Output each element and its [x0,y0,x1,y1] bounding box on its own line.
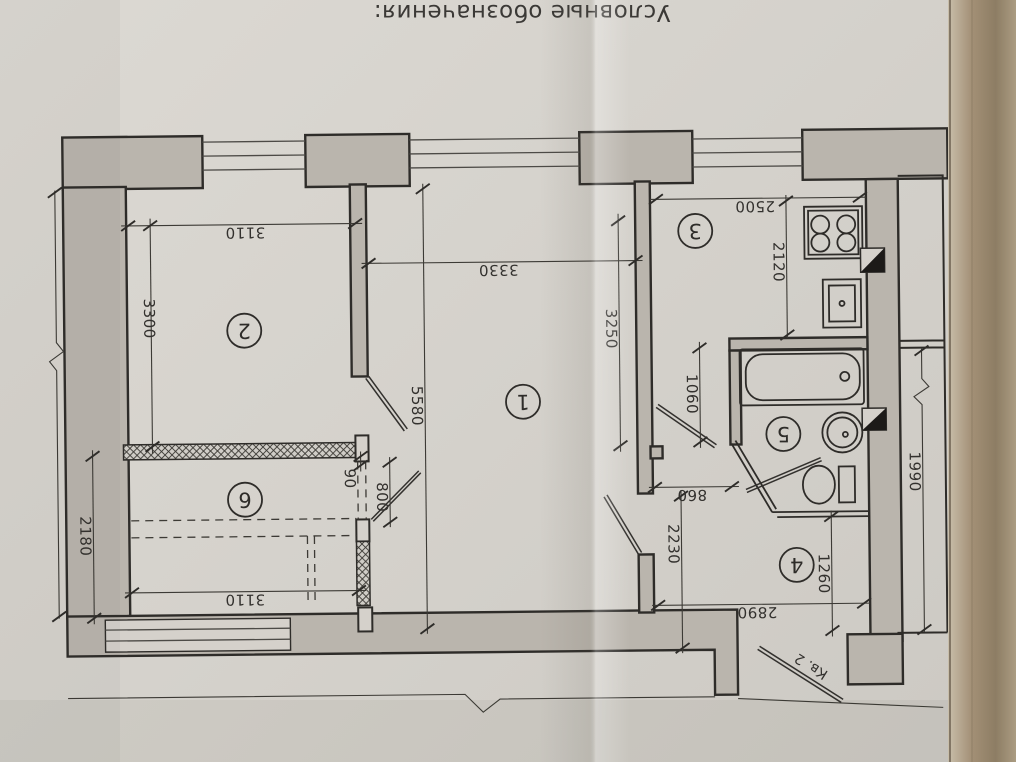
left-shading [0,0,120,762]
outer-walls [61,127,949,696]
paper-fold-shadow [540,0,630,762]
hatched-wall-room6-east [355,540,371,607]
wall-kitchen-bath [728,335,869,352]
toilet-symbol [802,464,856,505]
wall-pier-top2 [304,132,411,189]
door-bathroom [745,456,822,494]
dim-hall-passage: 860 [677,486,707,504]
wall-jamb [649,445,664,460]
room-number-2: 2 [226,312,263,349]
wall-pier-a [354,434,370,463]
dim-kitchen-depth: 2120 [769,242,787,282]
wall-entrance-block [846,632,905,686]
dim-room1-depth: 5580 [408,386,426,426]
room-label-1: 1 [516,390,530,414]
dim-hall-east: 1260 [815,553,833,593]
door-entrance [757,645,844,704]
room-numbers: 1 2 3 4 5 6 [226,213,815,583]
room-number-5: 5 [765,416,802,452]
bathtub-symbol [738,347,865,407]
windows [104,137,803,653]
window-corridor [104,617,292,653]
window-room2 [202,140,306,171]
dim-room1-width: 3330 [478,261,518,279]
vent-icon-kitchen [859,247,886,273]
dim-bath-wall: 1060 [683,374,701,414]
wall-pier-b [355,518,371,543]
dim-room6-depth: 2180 [76,516,94,556]
room-number-3: 3 [677,213,714,249]
door-room2 [365,375,408,432]
dim-room2-width: 3110 [225,223,265,241]
door-room6 [370,470,422,522]
room-label-3: 3 [688,219,702,243]
wall-pier-c [357,606,374,633]
overhead-dashed-lines [131,461,367,607]
dim-kitchen-width: 2500 [735,197,775,215]
stove-symbol [803,205,864,260]
wall-bath-west [728,349,743,446]
interior-walls [348,180,870,614]
apartment-plan: 3110 3300 3330 5580 3250 2500 2120 1060 … [46,127,949,713]
wall-bath-chamfer [730,440,777,513]
dimension-lines [46,182,944,713]
vent-icon-bathroom [861,407,888,431]
entrance-label: Кв. 2 [792,650,831,683]
room-number-4: 4 [778,547,815,583]
dim-hall-width: 2890 [737,603,777,621]
bottom-shading [0,700,1016,762]
room-label-2: 2 [237,319,251,343]
wall-room1-hall [637,553,656,614]
hatched-wall-room6-north [122,441,357,461]
hatched-walls [122,434,374,633]
kitchen-fixtures [803,205,864,329]
vent-symbols [859,247,888,431]
dim-room6-width: 3110 [225,590,265,608]
room-label-4: 4 [790,553,804,577]
dim-hall-depth: 2230 [664,524,682,564]
room-label-6: 6 [238,488,252,512]
dim-stair-flight: 1990 [906,451,924,491]
wall-room2-room1 [348,183,369,378]
wall-block-topright [800,127,949,182]
staircase-outline [897,174,949,634]
room-label-5: 5 [777,422,791,446]
wall-room1-kitchen [633,180,655,495]
washbasin-symbol [821,411,864,454]
room-number-6: 6 [227,481,263,518]
dim-pier-span: 800 [373,482,391,512]
dim-pier-gap: 90 [341,468,359,488]
sink-symbol [821,278,863,329]
wall-bath-south [772,510,870,519]
page-edge [948,0,1016,762]
window-kitchen [692,137,803,168]
bathroom-fixtures [738,347,865,505]
dim-room2-depth: 3300 [140,298,158,338]
room-number-1: 1 [505,383,541,420]
wall-pier-topleft [61,134,204,191]
dimension-ticks [46,182,933,655]
